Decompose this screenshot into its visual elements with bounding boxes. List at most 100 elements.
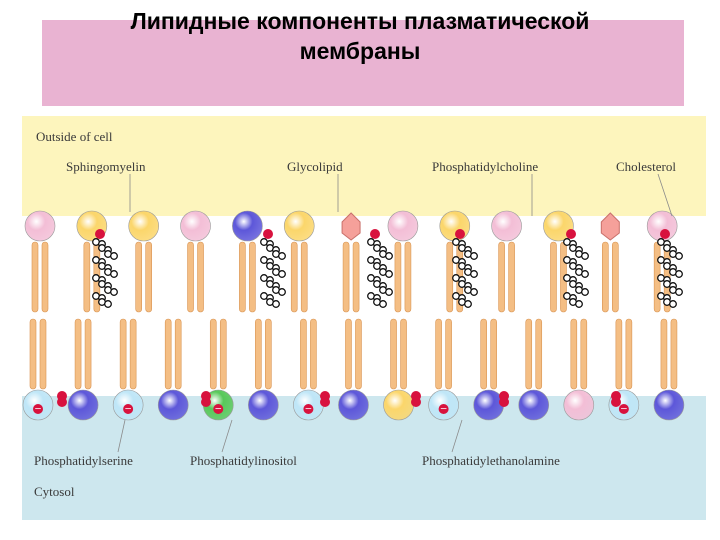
- phosphatidylinositol-label: Phosphatidylinositol: [190, 453, 297, 468]
- bottom-lipid-2-tail-b: [129, 318, 137, 390]
- top-lipid-6-tail-a: [342, 241, 350, 313]
- top-head-choline-9: [491, 210, 522, 242]
- outside-of-cell-label: Outside of cell: [36, 129, 113, 144]
- bottom-lipid-4-tail-a: [209, 318, 217, 390]
- bottom-head-ethanolamine-5: [248, 389, 279, 421]
- bottom-lipid-13-tail-b: [625, 318, 633, 390]
- top-head-sphingo-2: [128, 210, 159, 242]
- top-lipid-11-tail-b: [612, 241, 619, 313]
- cholesterol-top-2: [367, 229, 393, 308]
- bottom-lipid-9-tail-a: [435, 318, 442, 390]
- top-lipid-4-tail-a: [239, 241, 246, 313]
- bottom-lipid-7-tail-a: [345, 318, 352, 390]
- top-lipid-7-tail-a: [394, 241, 402, 313]
- membrane-illustration: −−−−−−: [22, 116, 706, 520]
- phosphatidylserine-label: Phosphatidylserine: [34, 453, 133, 468]
- top-head-sphingo-10: [543, 210, 574, 242]
- cholesterol-bottom-oh-2: [320, 397, 330, 407]
- bottom-head-ethanolamine-1: [67, 389, 99, 421]
- title-banner: [42, 20, 684, 106]
- top-lipid-7-tail-b: [404, 241, 412, 313]
- bottom-head-ethanolamine-11: [518, 389, 550, 421]
- bottom-lipid-3-tail-b: [174, 318, 182, 390]
- bottom-head-serine-0-charge-sign: −: [34, 405, 42, 415]
- cholesterol-top-0: [92, 229, 118, 308]
- phosphatidylcholine-label: Phosphatidylcholine: [432, 159, 539, 174]
- top-head-sphingo-5: [283, 210, 315, 242]
- top-lipid-6-tail-b: [352, 241, 360, 313]
- leader-line-4: [117, 419, 126, 453]
- slide-title: Липидные компоненты плазматической мембр…: [130, 8, 590, 64]
- bottom-head-inositol-4-charge-sign: −: [214, 405, 222, 415]
- cholesterol-top-3: [452, 229, 478, 308]
- bottom-lipid-11-tail-a: [525, 318, 533, 390]
- bottom-lipid-0-tail-a: [29, 318, 37, 390]
- top-lipid-3-tail-a: [187, 241, 194, 313]
- bottom-head-serine-13-charge: [618, 404, 629, 414]
- bottom-head-serine-0-charge: [33, 404, 43, 414]
- leader-line-6: [451, 419, 463, 453]
- leader-line-3: [657, 173, 673, 217]
- bottom-lipid-10-tail-b: [490, 318, 497, 390]
- bottom-lipid-10-tail-a: [480, 318, 487, 390]
- top-lipid-9-tail-a: [498, 241, 505, 313]
- bottom-lipid-14-tail-b: [670, 318, 678, 390]
- cholesterol-top-3-oh: [455, 229, 465, 239]
- bottom-lipid-12-tail-b: [580, 318, 588, 390]
- sphingomyelin-label: Sphingomyelin: [66, 159, 146, 174]
- top-lipid-11-tail-a: [602, 241, 609, 313]
- top-head-choline-7: [387, 210, 419, 242]
- top-lipid-5-tail-b: [300, 241, 308, 313]
- top-lipid-2-tail-a: [135, 241, 142, 313]
- cholesterol-top-2-oh: [370, 229, 380, 239]
- bottom-lipid-6-tail-b: [310, 318, 317, 390]
- bottom-lipid-3-tail-a: [164, 318, 172, 390]
- bottom-lipid-6-tail-a: [300, 318, 307, 390]
- bottom-lipid-14-tail-a: [660, 318, 668, 390]
- bottom-head-serine-6-charge: [303, 404, 314, 414]
- bottom-head-ethanolamine-14: [653, 389, 685, 421]
- top-lipid-4-tail-b: [249, 241, 256, 313]
- top-lipid-3-tail-b: [197, 241, 204, 313]
- cholesterol-top-1: [260, 229, 286, 308]
- top-head-choline-0: [24, 210, 56, 242]
- top-lipid-0-tail-b: [41, 241, 49, 313]
- bottom-head-sphingo-8: [383, 389, 414, 421]
- top-lipid-2-tail-b: [145, 241, 152, 313]
- bottom-lipid-4-tail-b: [219, 318, 227, 390]
- bottom-lipid-8-tail-a: [390, 318, 397, 390]
- cholesterol-label: Cholesterol: [616, 159, 676, 174]
- bottom-lipid-13-tail-a: [615, 318, 623, 390]
- cholesterol-bottom-oh-3: [411, 397, 421, 407]
- cholesterol-top-1-oh: [263, 229, 273, 239]
- bottom-head-serine-9-charge-sign: −: [440, 405, 448, 415]
- top-head-ethanolamine-4: [232, 210, 263, 242]
- bottom-lipid-7-tail-b: [355, 318, 362, 390]
- cholesterol-bottom-oh-1: [201, 397, 211, 407]
- bottom-head-inositol-4-charge: [213, 404, 224, 414]
- phosphatidylethanolamine-label: Phosphatidylethanolamine: [422, 453, 560, 468]
- bottom-lipid-9-tail-b: [445, 318, 452, 390]
- bottom-head-serine-2-charge-sign: −: [124, 405, 132, 415]
- bottom-lipid-2-tail-a: [119, 318, 127, 390]
- top-head-sphingo-8: [439, 210, 471, 242]
- membrane-figure: −−−−−− Outside of cell Sphingomyelin Gly…: [22, 116, 706, 520]
- leader-line-5: [221, 419, 233, 453]
- cholesterol-bottom-oh-5: [611, 397, 621, 407]
- top-lipid-1-tail-a: [83, 241, 91, 313]
- bottom-head-ethanolamine-10: [473, 389, 504, 421]
- bottom-lipid-0-tail-b: [39, 318, 47, 390]
- cholesterol-bottom-oh-0: [57, 397, 67, 407]
- bottom-head-serine-9-charge: [438, 404, 449, 414]
- cytosol-label: Cytosol: [34, 484, 75, 499]
- bottom-lipid-5-tail-a: [255, 318, 262, 390]
- cholesterol-top-4: [563, 229, 589, 308]
- cholesterol-top-0-oh: [95, 229, 105, 239]
- top-lipid-0-tail-a: [31, 241, 39, 313]
- top-head-choline-3: [180, 210, 211, 242]
- top-lipid-10-tail-a: [550, 241, 557, 313]
- top-lipid-8-tail-a: [446, 241, 454, 313]
- cholesterol-top-5: [657, 229, 683, 308]
- bottom-lipid-8-tail-b: [400, 318, 407, 390]
- bottom-head-ethanolamine-3: [157, 389, 189, 421]
